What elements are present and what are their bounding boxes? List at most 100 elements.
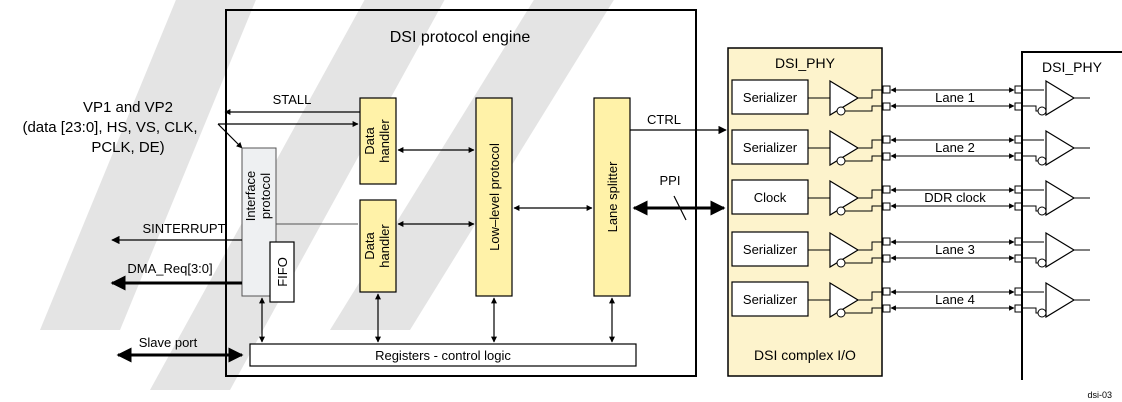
ppi-label: PPI bbox=[660, 173, 681, 188]
phy-driver-4 bbox=[829, 231, 860, 269]
phy-pad-n-1 bbox=[882, 102, 891, 111]
phy-driver-inv-1 bbox=[836, 106, 846, 116]
phy-driver-1 bbox=[829, 79, 860, 117]
phy-box-2 bbox=[731, 129, 809, 165]
remote-pad-n-2 bbox=[1014, 152, 1023, 161]
low-level-protocol-block bbox=[475, 97, 513, 297]
remote-receiver-1 bbox=[1045, 79, 1076, 117]
lane-label-5: Lane 4 bbox=[935, 292, 975, 307]
phy-out-p-3 bbox=[858, 189, 884, 199]
phy-box-3 bbox=[731, 179, 809, 215]
remote-pad-n-1 bbox=[1014, 102, 1023, 111]
phy-box-1 bbox=[731, 79, 809, 115]
remote-dsi-phy-title: DSI_PHY bbox=[1042, 59, 1103, 75]
phy-out-n-2 bbox=[845, 155, 884, 162]
phy-driver-5 bbox=[829, 281, 860, 319]
phy-pad-p-2 bbox=[882, 135, 891, 144]
phy-out-n-3 bbox=[845, 205, 884, 212]
data-handler-1-line2: handler bbox=[377, 119, 392, 163]
phy-out-p-2 bbox=[858, 139, 884, 149]
remote-receiver-inv-4 bbox=[1037, 258, 1047, 268]
dma-req-label: DMA_Req[3:0] bbox=[127, 261, 212, 276]
remote-receiver-5 bbox=[1045, 281, 1076, 319]
lane-label-2: Lane 2 bbox=[935, 140, 975, 155]
remote-pad-p-3 bbox=[1014, 185, 1023, 194]
figure-id: dsi-03 bbox=[1087, 390, 1112, 400]
remote-pad-n-3 bbox=[1014, 202, 1023, 211]
phy-pad-p-1 bbox=[882, 85, 891, 94]
lane-label-3: DDR clock bbox=[924, 190, 986, 205]
phy-out-n-1 bbox=[845, 105, 884, 112]
remote-pad-n-4 bbox=[1014, 254, 1023, 263]
phy-out-p-1 bbox=[858, 89, 884, 99]
fifo-block bbox=[269, 241, 295, 303]
sinterrupt-label: SINTERRUPT bbox=[142, 221, 225, 236]
phy-out-p-5 bbox=[858, 291, 884, 301]
remote-pad-p-1 bbox=[1014, 85, 1023, 94]
registers-block bbox=[249, 343, 637, 367]
phy-pad-p-5 bbox=[882, 287, 891, 296]
remote-pad-p-2 bbox=[1014, 135, 1023, 144]
remote-pad-n-5 bbox=[1014, 304, 1023, 313]
remote-pad-p-4 bbox=[1014, 237, 1023, 246]
interface-label-line2: protocol bbox=[258, 173, 273, 219]
lane-splitter-label: Lane splitter bbox=[605, 161, 620, 232]
phy-pad-p-3 bbox=[882, 185, 891, 194]
phy-driver-inv-5 bbox=[836, 308, 846, 318]
ctrl-label: CTRL bbox=[647, 112, 681, 127]
remote-receiver-inv-1 bbox=[1037, 106, 1047, 116]
data-handler-2-line2: handler bbox=[377, 224, 392, 268]
phy-pad-n-2 bbox=[882, 152, 891, 161]
dsi-phy-title: DSI_PHY bbox=[775, 55, 836, 71]
phy-box-5 bbox=[731, 281, 809, 317]
remote-receiver-inv-5 bbox=[1037, 308, 1047, 318]
slave-port-label: Slave port bbox=[139, 335, 198, 350]
interface-label-line1: Interface bbox=[243, 171, 258, 222]
lane-label-4: Lane 3 bbox=[935, 242, 975, 257]
watermark bbox=[40, 0, 614, 390]
phy-driver-3 bbox=[829, 179, 860, 217]
stall-label: STALL bbox=[273, 92, 312, 107]
phy-box-label-1: Serializer bbox=[743, 90, 798, 105]
data-handler-1 bbox=[359, 97, 397, 185]
lane-label-1: Lane 1 bbox=[935, 90, 975, 105]
remote-receiver-2 bbox=[1045, 129, 1076, 167]
low-level-protocol-label: Low–level protocol bbox=[487, 143, 502, 251]
phy-box-label-5: Serializer bbox=[743, 292, 798, 307]
phy-driver-inv-2 bbox=[836, 156, 846, 166]
phy-box-4 bbox=[731, 231, 809, 267]
protocol-engine-box bbox=[225, 9, 697, 377]
remote-dsi-phy-frame bbox=[1021, 51, 1122, 380]
dsi-phy-footer: DSI complex I/O bbox=[754, 347, 856, 363]
remote-receiver-inv-2 bbox=[1037, 156, 1047, 166]
phy-box-label-4: Serializer bbox=[743, 242, 798, 257]
data-handler-2-line1: Data bbox=[362, 232, 377, 260]
remote-receiver-inv-3 bbox=[1037, 206, 1047, 216]
phy-out-n-4 bbox=[845, 257, 884, 264]
phy-box-label-2: Serializer bbox=[743, 140, 798, 155]
data-handler-1-line1: Data bbox=[362, 127, 377, 155]
remote-pad-p-5 bbox=[1014, 287, 1023, 296]
phy-driver-inv-4 bbox=[836, 258, 846, 268]
phy-pad-n-4 bbox=[882, 254, 891, 263]
phy-pad-n-3 bbox=[882, 202, 891, 211]
vp-label-line2: (data [23:0], HS, VS, CLK, bbox=[22, 119, 197, 136]
fifo-label: FIFO bbox=[275, 257, 290, 287]
phy-driver-inv-3 bbox=[836, 206, 846, 216]
phy-out-p-4 bbox=[858, 241, 884, 251]
phy-box-label-3: Clock bbox=[754, 190, 787, 205]
phy-pad-n-5 bbox=[882, 304, 891, 313]
vp-label-line1: VP1 and VP2 bbox=[83, 99, 173, 116]
remote-receiver-4 bbox=[1045, 231, 1076, 269]
phy-out-n-5 bbox=[845, 307, 884, 314]
registers-label: Registers - control logic bbox=[375, 348, 511, 363]
vp-input-arrow-bottom bbox=[217, 123, 243, 149]
phy-pad-p-4 bbox=[882, 237, 891, 246]
engine-title: DSI protocol engine bbox=[390, 29, 531, 46]
remote-receiver-3 bbox=[1045, 179, 1076, 217]
vp-label-line3: PCLK, DE) bbox=[91, 139, 164, 156]
phy-driver-2 bbox=[829, 129, 860, 167]
data-handler-2 bbox=[359, 199, 397, 293]
